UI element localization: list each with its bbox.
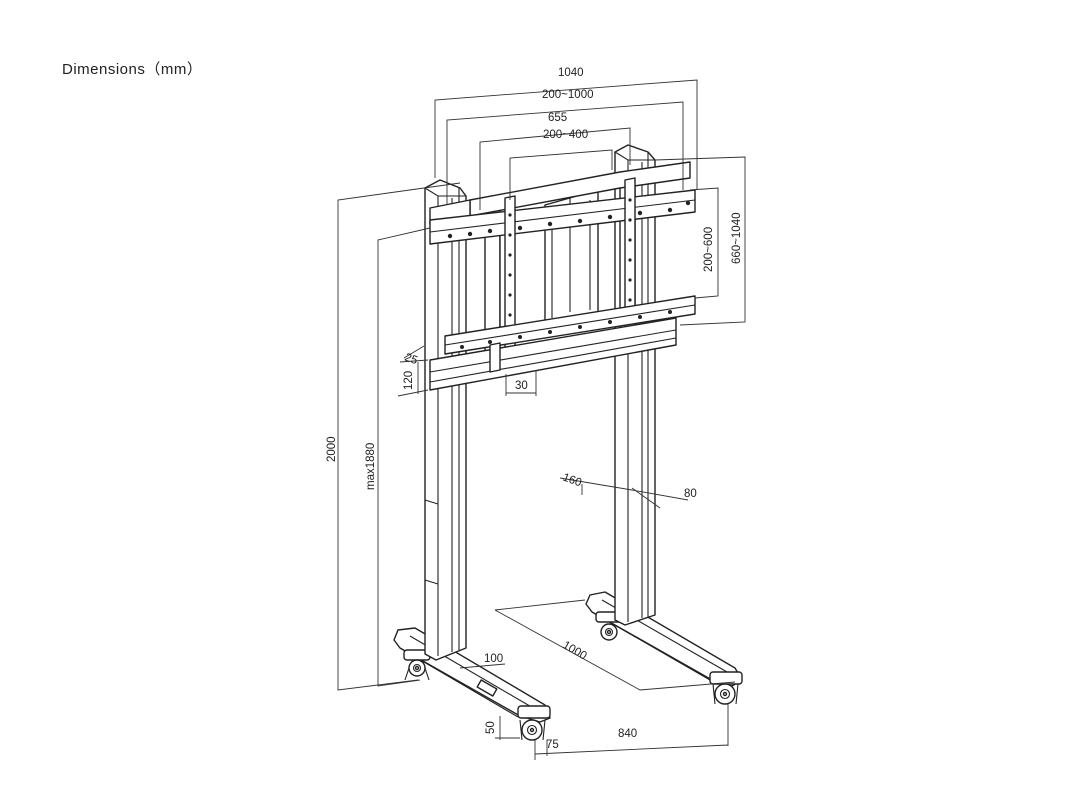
dim-total-height: 2000 xyxy=(326,436,338,462)
dim-base-depth: 1000 xyxy=(561,639,589,662)
mount-assembly xyxy=(429,161,696,391)
dim-width-outer: 1040 xyxy=(558,67,584,79)
dim-bracket-30: 30 xyxy=(515,380,528,392)
dim-vertical-adjust: 200~600 xyxy=(703,227,715,272)
caster-right-front xyxy=(709,671,743,705)
diagram-title: Dimensions（mm） xyxy=(62,61,203,78)
dim-vertical-outer: 660~1040 xyxy=(731,213,743,265)
top-rail-holes xyxy=(447,200,691,239)
dim-width-adjust: 200~1000 xyxy=(542,89,594,101)
dim-base-width: 840 xyxy=(618,728,637,740)
dim-vesa-outer: 655 xyxy=(548,112,567,124)
dimension-lines xyxy=(337,79,746,760)
caster-left-front xyxy=(517,705,551,741)
caster-left-back xyxy=(403,649,431,681)
dim-max-height: max1880 xyxy=(365,443,377,490)
dim-column-80: 80 xyxy=(684,488,697,500)
lower-rail-holes xyxy=(460,310,672,349)
dim-base-100: 100 xyxy=(484,653,503,665)
arm-holes xyxy=(508,198,632,317)
dim-foot-50: 50 xyxy=(485,721,497,734)
dim-bracket-120: 120 xyxy=(403,371,415,390)
left-base-foot xyxy=(393,627,551,741)
dim-vesa-adjust: 200~400 xyxy=(543,129,588,141)
left-column xyxy=(424,179,467,661)
dim-tilt-25: 25 xyxy=(403,352,419,368)
dim-column-160: 160 xyxy=(561,472,583,490)
dim-foot-75: 75 xyxy=(546,739,559,751)
right-base-foot xyxy=(585,591,743,705)
